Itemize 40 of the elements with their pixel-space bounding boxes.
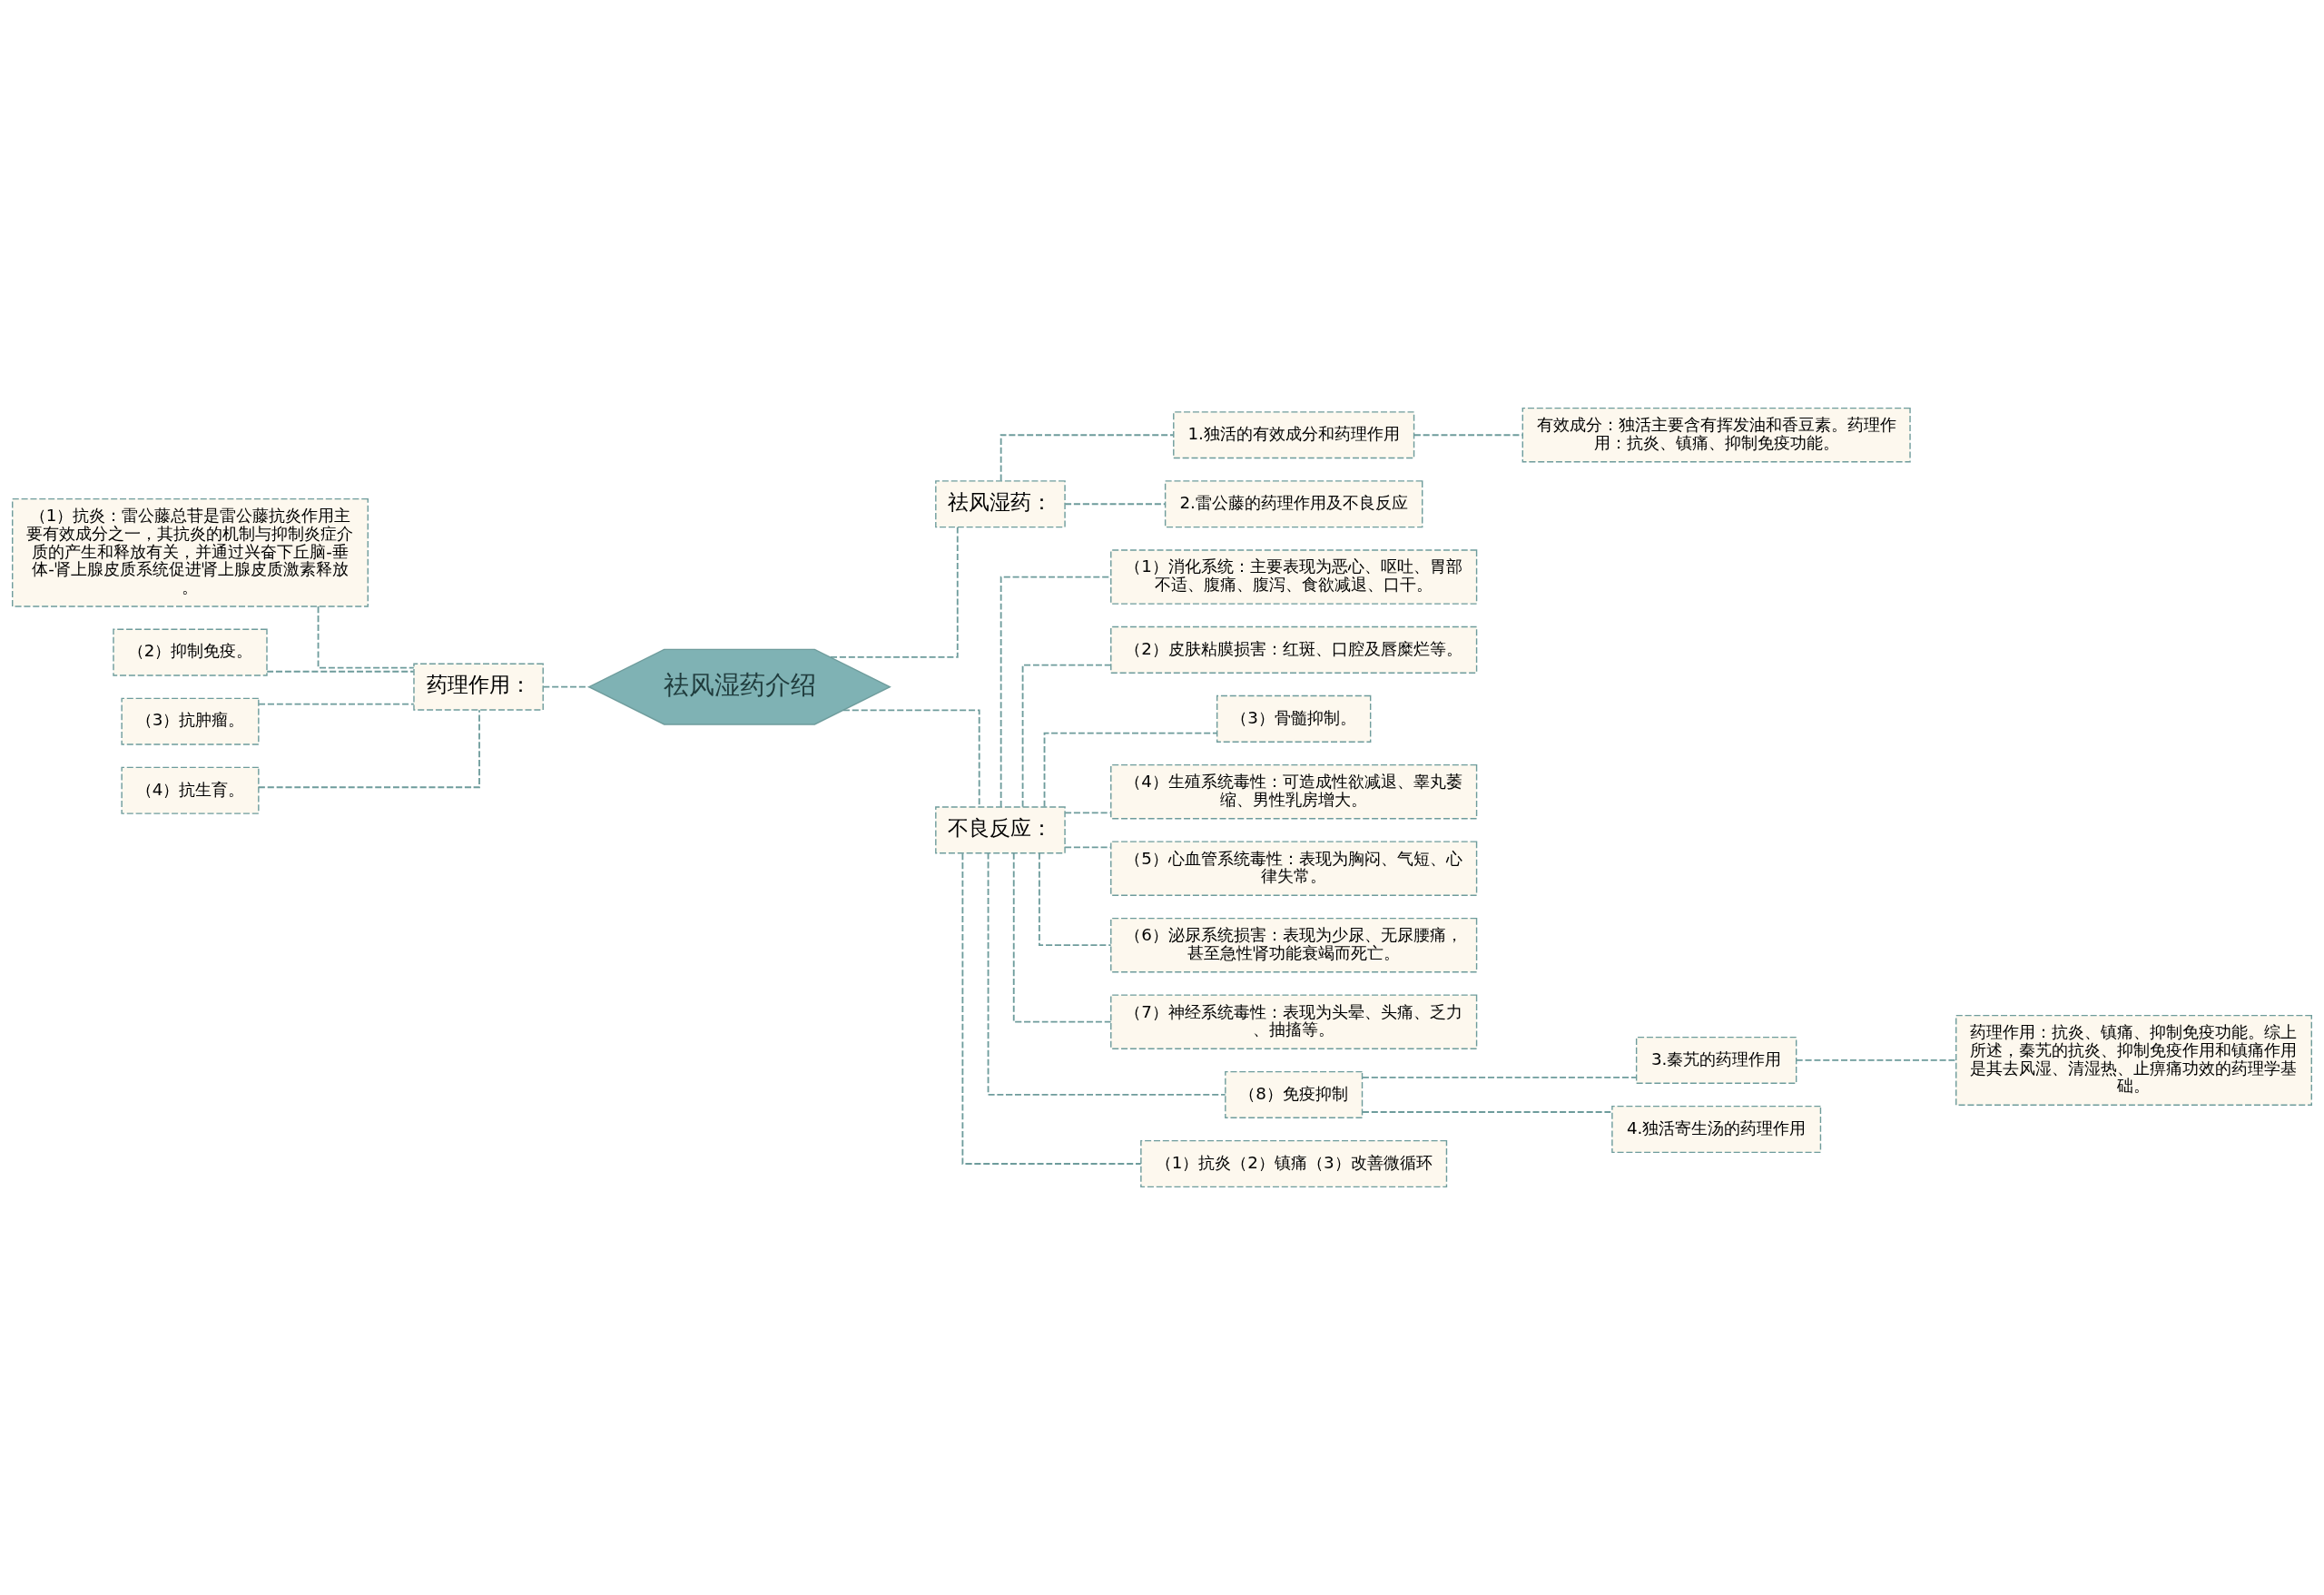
node-box: 祛风湿药： [935, 480, 1066, 528]
node-box: 药理作用：抗炎、镇痛、抑制免疫功能。综上所述，秦艽的抗炎、抑制免疫作用和镇痛作用是其去风湿、清湿热、止痹痛功效的药理学基础。 [1955, 1014, 2312, 1106]
node-box: 药理作用： [413, 663, 544, 711]
node-box: （2）皮肤粘膜损害：红斑、口腔及唇糜烂等。 [1110, 625, 1478, 674]
node-box: 2.雷公藤的药理作用及不良反应 [1164, 480, 1423, 528]
node-box: 3.秦艽的药理作用 [1635, 1036, 1797, 1084]
node-box: （4）生殖系统毒性：可造成性欲减退、睾丸萎缩、男性乳房增大。 [1110, 763, 1478, 820]
connector [266, 670, 415, 673]
connector [961, 852, 1142, 1165]
connector [1000, 576, 1112, 808]
node-box: （6）泌尿系统损害：表现为少尿、无尿腰痛，甚至急性肾功能衰竭而死亡。 [1110, 917, 1478, 973]
connector [1021, 664, 1112, 808]
connector [1795, 1059, 1957, 1061]
connector [1000, 434, 1175, 482]
node-box: （1）抗炎：雷公藤总苷是雷公藤抗炎作用主要有效成分之一，其抗炎的机制与抑制炎症介质的产生和释放有关，并通过兴奋下丘脑-垂体-肾上腺皮质系统促进肾上腺皮质激素释放。 [12, 497, 369, 607]
connector [258, 703, 415, 705]
node-box: 1.独活的有效成分和药理作用 [1173, 411, 1415, 459]
node-box: （1）抗炎（2）镇痛（3）改善微循环 [1140, 1139, 1448, 1188]
connector [1362, 1077, 1638, 1078]
connector [1064, 503, 1166, 506]
node-box: 有效成分：独活主要含有挥发油和香豆素。药理作用：抗炎、镇痛、抑制免疫功能。 [1521, 407, 1911, 463]
node-box: （2）抑制免疫。 [113, 628, 268, 676]
node-box: （8）免疫抑制 [1225, 1070, 1364, 1118]
node-box: （1）消化系统：主要表现为恶心、呕吐、胃部不适、腹痛、腹泻、食欲减退、口干。 [1110, 549, 1478, 605]
node-box: （4）抗生育。 [121, 766, 260, 814]
node-box: （3）骨髓抑制。 [1216, 694, 1372, 743]
node-box: 不良反应： [935, 806, 1066, 854]
node-box: （7）神经系统毒性：表现为头晕、头痛、乏力、抽搐等。 [1110, 994, 1478, 1049]
node-box: （3）抗肿瘤。 [121, 697, 260, 745]
node-box: 4.独活寄生汤的药理作用 [1611, 1105, 1822, 1154]
connector [1039, 852, 1112, 947]
node-box: （5）心血管系统毒性：表现为胸闷、气短、心律失常。 [1110, 841, 1478, 896]
connector [258, 709, 480, 789]
connector [1012, 852, 1112, 1023]
connector [830, 526, 959, 658]
connector [317, 606, 415, 669]
connector [1413, 434, 1524, 437]
connector [1362, 1111, 1613, 1113]
connector [1043, 732, 1218, 808]
connector [987, 852, 1226, 1096]
